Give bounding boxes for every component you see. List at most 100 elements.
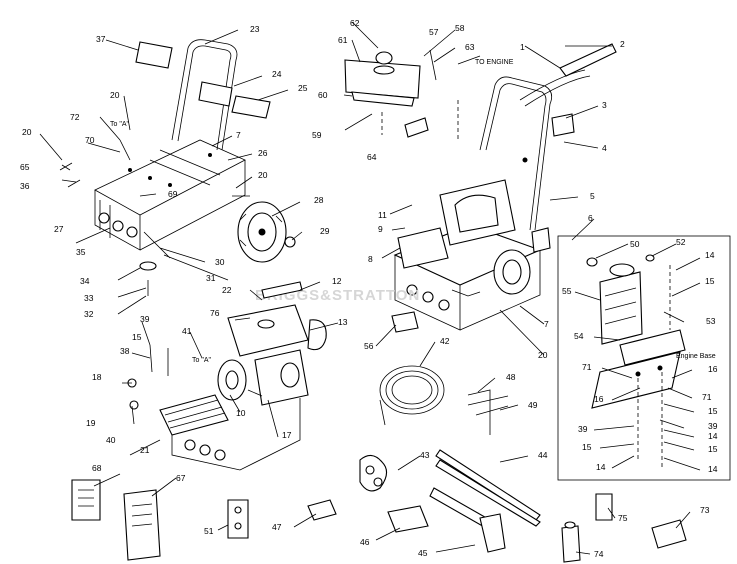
engine-base-inset (557, 235, 731, 481)
label-54: 54 (574, 331, 584, 341)
label-39-b: 39 (708, 421, 718, 431)
label-21: 21 (140, 445, 150, 455)
accessories-drawing (71, 289, 687, 563)
label-41: 41 (182, 326, 192, 336)
label-47: 47 (272, 522, 282, 532)
label-14-c: 14 (596, 462, 606, 472)
label-39-a: 39 (140, 314, 150, 324)
label-28: 28 (314, 195, 324, 205)
label-71-a: 71 (582, 362, 592, 372)
label-37: 37 (96, 34, 106, 44)
label-44: 44 (538, 450, 548, 460)
label-14-b: 14 (708, 431, 718, 441)
label-20-d: 20 (538, 350, 548, 360)
label-67: 67 (176, 473, 186, 483)
label-49: 49 (528, 400, 538, 410)
label-72: 72 (70, 112, 80, 122)
label-18: 18 (92, 372, 102, 382)
label-7-a: 7 (236, 130, 241, 140)
label-46: 46 (360, 537, 370, 547)
label-14-d: 14 (708, 464, 718, 474)
label-53: 53 (706, 316, 716, 326)
label-10: 10 (236, 408, 246, 418)
fuel-tank-drawing (344, 49, 459, 140)
label-68: 68 (92, 463, 102, 473)
label-30: 30 (215, 257, 225, 267)
label-73: 73 (700, 505, 710, 515)
label-14-a: 14 (705, 250, 715, 260)
label-7-b: 7 (544, 319, 549, 329)
frame-assembly-drawing (61, 39, 296, 296)
to-a-bottom: To "A" (192, 357, 211, 364)
label-15-b: 15 (705, 276, 715, 286)
label-61: 61 (338, 35, 348, 45)
to-a-top: To "A" (110, 121, 129, 128)
label-33: 33 (84, 293, 94, 303)
label-17: 17 (282, 430, 292, 440)
label-65: 65 (20, 162, 30, 172)
label-36: 36 (20, 181, 30, 191)
label-4: 4 (602, 143, 607, 153)
label-38: 38 (120, 346, 130, 356)
label-13: 13 (338, 317, 348, 327)
label-52: 52 (676, 237, 686, 247)
label-58: 58 (455, 23, 465, 33)
engine-base-note: Engine Base (676, 353, 716, 360)
label-50: 50 (630, 239, 640, 249)
pump-assembly-drawing (127, 281, 309, 471)
label-11: 11 (378, 210, 387, 220)
label-25: 25 (298, 83, 308, 93)
label-12: 12 (332, 276, 342, 286)
label-15-c: 15 (708, 406, 718, 416)
to-engine-note: TO ENGINE (475, 59, 514, 66)
label-9: 9 (378, 224, 383, 234)
label-35: 35 (76, 247, 86, 257)
label-64: 64 (367, 152, 377, 162)
label-59: 59 (312, 130, 322, 140)
label-39-c: 39 (578, 424, 588, 434)
label-6: 6 (588, 213, 593, 223)
label-20-c: 20 (258, 170, 268, 180)
label-26: 26 (258, 148, 268, 158)
label-32: 32 (84, 309, 94, 319)
leader-lines (39, 21, 701, 555)
label-57: 57 (429, 27, 439, 37)
label-43: 43 (420, 450, 430, 460)
label-20-a: 20 (110, 90, 120, 100)
label-51: 51 (204, 526, 214, 536)
label-22: 22 (222, 285, 232, 295)
label-31: 31 (206, 273, 216, 283)
label-56: 56 (364, 341, 374, 351)
label-19: 19 (86, 418, 96, 428)
part-labels: 37 23 24 25 20 72 To "A" 20 70 7 26 65 2… (20, 18, 718, 559)
assembled-unit-drawing (393, 43, 617, 331)
label-27: 27 (54, 224, 64, 234)
label-76: 76 (210, 308, 220, 318)
label-16-b: 16 (594, 394, 604, 404)
label-20-b: 20 (22, 127, 32, 137)
label-15-e: 15 (708, 444, 718, 454)
label-2: 2 (620, 39, 625, 49)
label-5: 5 (590, 191, 595, 201)
label-15-d: 15 (582, 442, 592, 452)
label-29: 29 (320, 226, 330, 236)
label-34: 34 (80, 276, 90, 286)
label-3: 3 (602, 100, 607, 110)
inset-border (557, 235, 731, 481)
label-16-a: 16 (708, 364, 718, 374)
label-40: 40 (106, 435, 116, 445)
label-45: 45 (418, 548, 428, 558)
label-8: 8 (368, 254, 373, 264)
label-69: 69 (168, 189, 178, 199)
label-63: 63 (465, 42, 475, 52)
label-23: 23 (250, 24, 260, 34)
label-15-a: 15 (132, 332, 142, 342)
label-55: 55 (562, 286, 572, 296)
label-70: 70 (85, 135, 95, 145)
label-24: 24 (272, 69, 282, 79)
label-1: 1 (520, 42, 525, 52)
label-48: 48 (506, 372, 516, 382)
label-62: 62 (350, 18, 360, 28)
